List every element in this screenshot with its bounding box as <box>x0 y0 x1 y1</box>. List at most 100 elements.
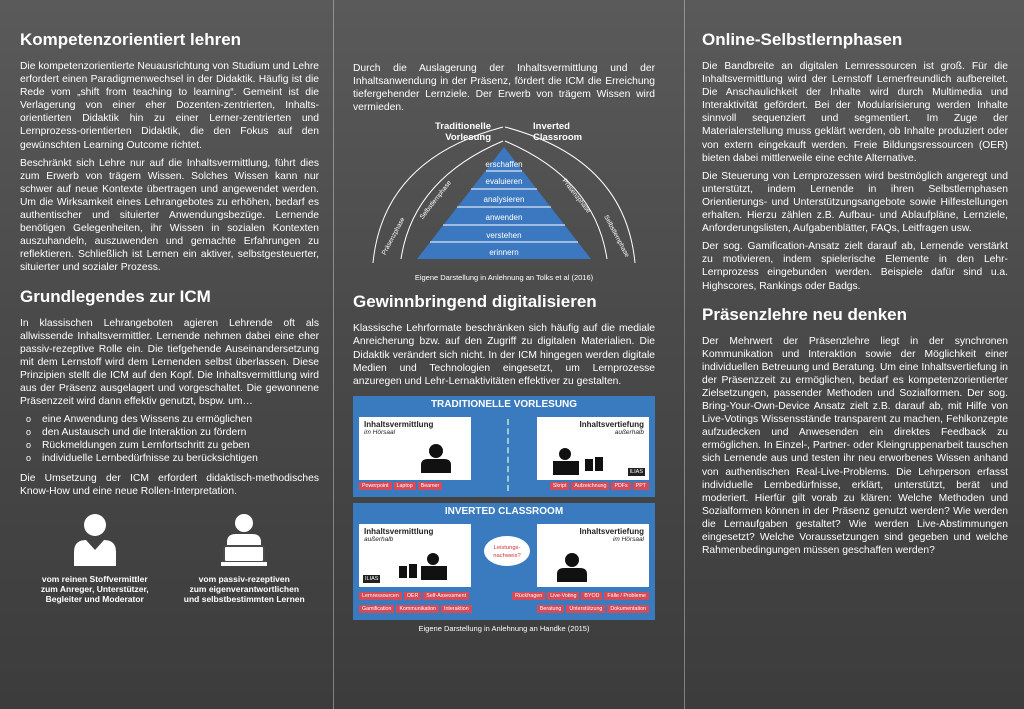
tag: Lernressourcen <box>359 591 402 600</box>
panel-inverted: INVERTED CLASSROOM Inhaltsvermittlung au… <box>353 502 655 620</box>
student-laptop-icon <box>553 447 603 475</box>
tag-row: Gamification Kommunikation Interaktion <box>359 604 472 613</box>
list-item: Rückmeldungen zum Lernfortschritt zu geb… <box>26 439 319 452</box>
tag: Laptop <box>393 481 416 490</box>
tag: OER <box>403 591 422 600</box>
ilias-logo: ILIAS <box>627 467 645 476</box>
icon-label: und selbstbestimmten Lernen <box>183 593 305 604</box>
tag: Fälle / Probleme <box>604 591 649 600</box>
learner-role: vom passiv-rezeptiven zum eigenverantwor… <box>170 512 320 604</box>
card-left: Inhaltsvermittlung außerhalb ILIAS <box>359 523 471 587</box>
person-icon <box>73 513 116 566</box>
person-laptop-icon <box>221 513 268 566</box>
card-right: Inhaltsvertiefung außerhalb ILIAS <box>537 416 649 480</box>
panel-title: INVERTED CLASSROOM <box>444 505 564 517</box>
tag: Aufzeichnung <box>571 481 610 490</box>
card-title: Inhaltsvertiefung <box>579 419 644 429</box>
pyramid-label-right: Inverted Classroom <box>533 121 583 144</box>
list-item: den Austausch und die Interaktion zu för… <box>26 426 319 439</box>
pyramid-level: analysieren <box>484 195 525 204</box>
card-title: Inhaltsvermittlung <box>364 526 434 536</box>
column-divider <box>684 0 685 709</box>
column-right: Online-Selbstlernphasen Die Bandbreite a… <box>684 0 1024 709</box>
card-title: Inhaltsvertiefung <box>579 526 644 536</box>
bloom-pyramid-diagram: Traditionelle Vorlesung Inverted Classro… <box>353 119 655 271</box>
list-item: individuelle Lernbedürfnisse zu berücksi… <box>26 452 319 465</box>
dashed-separator <box>507 418 511 491</box>
tag: Powerpoint <box>359 481 392 490</box>
tag: Unterstützung <box>566 604 606 613</box>
figure-caption: Eigene Darstellung in Anlehnung an Tolks… <box>414 273 594 283</box>
tag: Interaktion <box>440 604 472 613</box>
card-right: Inhaltsvertiefung im Hörsaal <box>537 523 649 587</box>
tag: PPT <box>632 481 649 490</box>
paragraph: Klassische Lehrformate beschränken sich … <box>353 323 655 387</box>
pyramid-svg: erschaffen evaluieren analysieren anwend… <box>372 126 636 264</box>
card-subtitle: im Hörsaal <box>612 535 644 543</box>
card-title: Inhaltsvermittlung <box>364 419 434 429</box>
heading-online-selbstlernphasen: Online-Selbstlernphasen <box>702 30 903 49</box>
pyramid-level: erinnern <box>489 248 518 257</box>
pyramid-level: evaluieren <box>486 177 523 186</box>
icon-label: Begleiter und Moderator <box>45 593 144 604</box>
tag: BYOD <box>581 591 603 600</box>
ilias-logo: ILIAS <box>363 574 381 583</box>
tag-row: Beratung Unterstützung Dokumentation <box>536 604 649 613</box>
panel-body: Inhaltsvermittlung außerhalb ILIAS Leist… <box>359 520 649 616</box>
tag: Self-Assessment <box>423 591 470 600</box>
tag-row: Skript Aufzeichnung PDFs PPT <box>549 481 649 490</box>
pyramid-level: verstehen <box>486 231 521 240</box>
tag-row: Lernressourcen OER Self-Assessment <box>359 591 470 600</box>
tag: Beratung <box>536 604 565 613</box>
icon-label: zum eigenverantwortlichen <box>189 583 300 594</box>
card-subtitle: außerhalb <box>364 535 394 543</box>
tag: Rückfragen <box>512 591 546 600</box>
teacher-role: vom reinen Stoffvermittler zum Anreger, … <box>20 512 170 604</box>
tag: PDFs <box>611 481 631 490</box>
column-left: Kompetenzorientiert lehren Die kompetenz… <box>0 0 333 709</box>
paragraph: Durch die Auslagerung der Inhaltsvermitt… <box>353 63 655 114</box>
paragraph: Der Mehrwert der Präsenzlehre liegt in d… <box>702 335 1008 557</box>
icon-label: vom reinen Stoffvermittler <box>41 573 148 584</box>
arc-label: Präsenzphase <box>561 178 592 215</box>
tag-row: Rückfragen Live-Voting BYOD Fälle / Prob… <box>512 591 649 600</box>
paragraph: Die Steuerung von Lernprozessen wird bes… <box>702 170 1008 235</box>
arc-label: Selbstlernphase <box>602 214 630 259</box>
paragraph: Beschränkt sich Lehre nur auf die Inhalt… <box>20 157 319 274</box>
pyramid-level: anwenden <box>486 213 523 222</box>
tag-row: Powerpoint Laptop Beamer <box>359 481 443 490</box>
heading-digitalisieren: Gewinnbringend digitalisieren <box>353 292 597 312</box>
card-subtitle: im Hörsaal <box>364 428 396 436</box>
panel-title: TRADITIONELLE VORLESUNG <box>430 398 578 410</box>
icon-label: vom passiv-rezeptiven <box>198 573 290 584</box>
assessment-bubble: Leistungs- nachweis? <box>484 535 530 566</box>
card-subtitle: außerhalb <box>614 428 644 436</box>
tag: Skript <box>549 481 570 490</box>
tag: Gamification <box>359 604 395 613</box>
pyramid-label-left: Traditionelle Vorlesung <box>435 121 491 144</box>
card-left: Inhaltsvermittlung im Hörsaal <box>359 416 471 480</box>
paragraph: Die kompetenzorientierte Neuausrichtung … <box>20 61 319 151</box>
panel-traditional: TRADITIONELLE VORLESUNG Inhaltsvermittlu… <box>353 395 655 497</box>
lecturer-icon <box>421 443 451 473</box>
tag: Kommunikation <box>396 604 439 613</box>
bullet-list: eine Anwendung des Wissens zu ermögliche… <box>20 413 319 465</box>
pyramid-level: erschaffen <box>485 160 522 169</box>
paragraph: Die Bandbreite an digitalen Lernressourc… <box>702 61 1008 164</box>
lecturer-icon <box>557 552 587 582</box>
paragraph: Die Umsetzung der ICM erfordert didaktis… <box>20 472 319 497</box>
heading-praesenzlehre: Präsenzlehre neu denken <box>702 304 908 324</box>
icon-label: zum Anreger, Unterstützer, <box>40 583 149 594</box>
heading-kompetenzorientiert: Kompetenzorientiert lehren <box>20 30 242 49</box>
paragraph: In klassischen Lehrangeboten agieren Leh… <box>20 317 319 408</box>
tag: Dokumentation <box>607 604 649 613</box>
role-icons: vom reinen Stoffvermittler zum Anreger, … <box>20 512 319 604</box>
figure-caption: Eigene Darstellung in Anlehnung an Handk… <box>418 623 590 633</box>
heading-grundlegendes: Grundlegendes zur ICM <box>20 286 211 306</box>
column-middle: Durch die Auslagerung der Inhaltsvermitt… <box>333 0 673 709</box>
tag: Beamer <box>417 481 443 490</box>
paragraph: Der sog. Gamification-Ansatz zielt darau… <box>702 241 1008 292</box>
student-laptop-icon <box>399 552 447 580</box>
list-item: eine Anwendung des Wissens zu ermögliche… <box>26 413 319 426</box>
